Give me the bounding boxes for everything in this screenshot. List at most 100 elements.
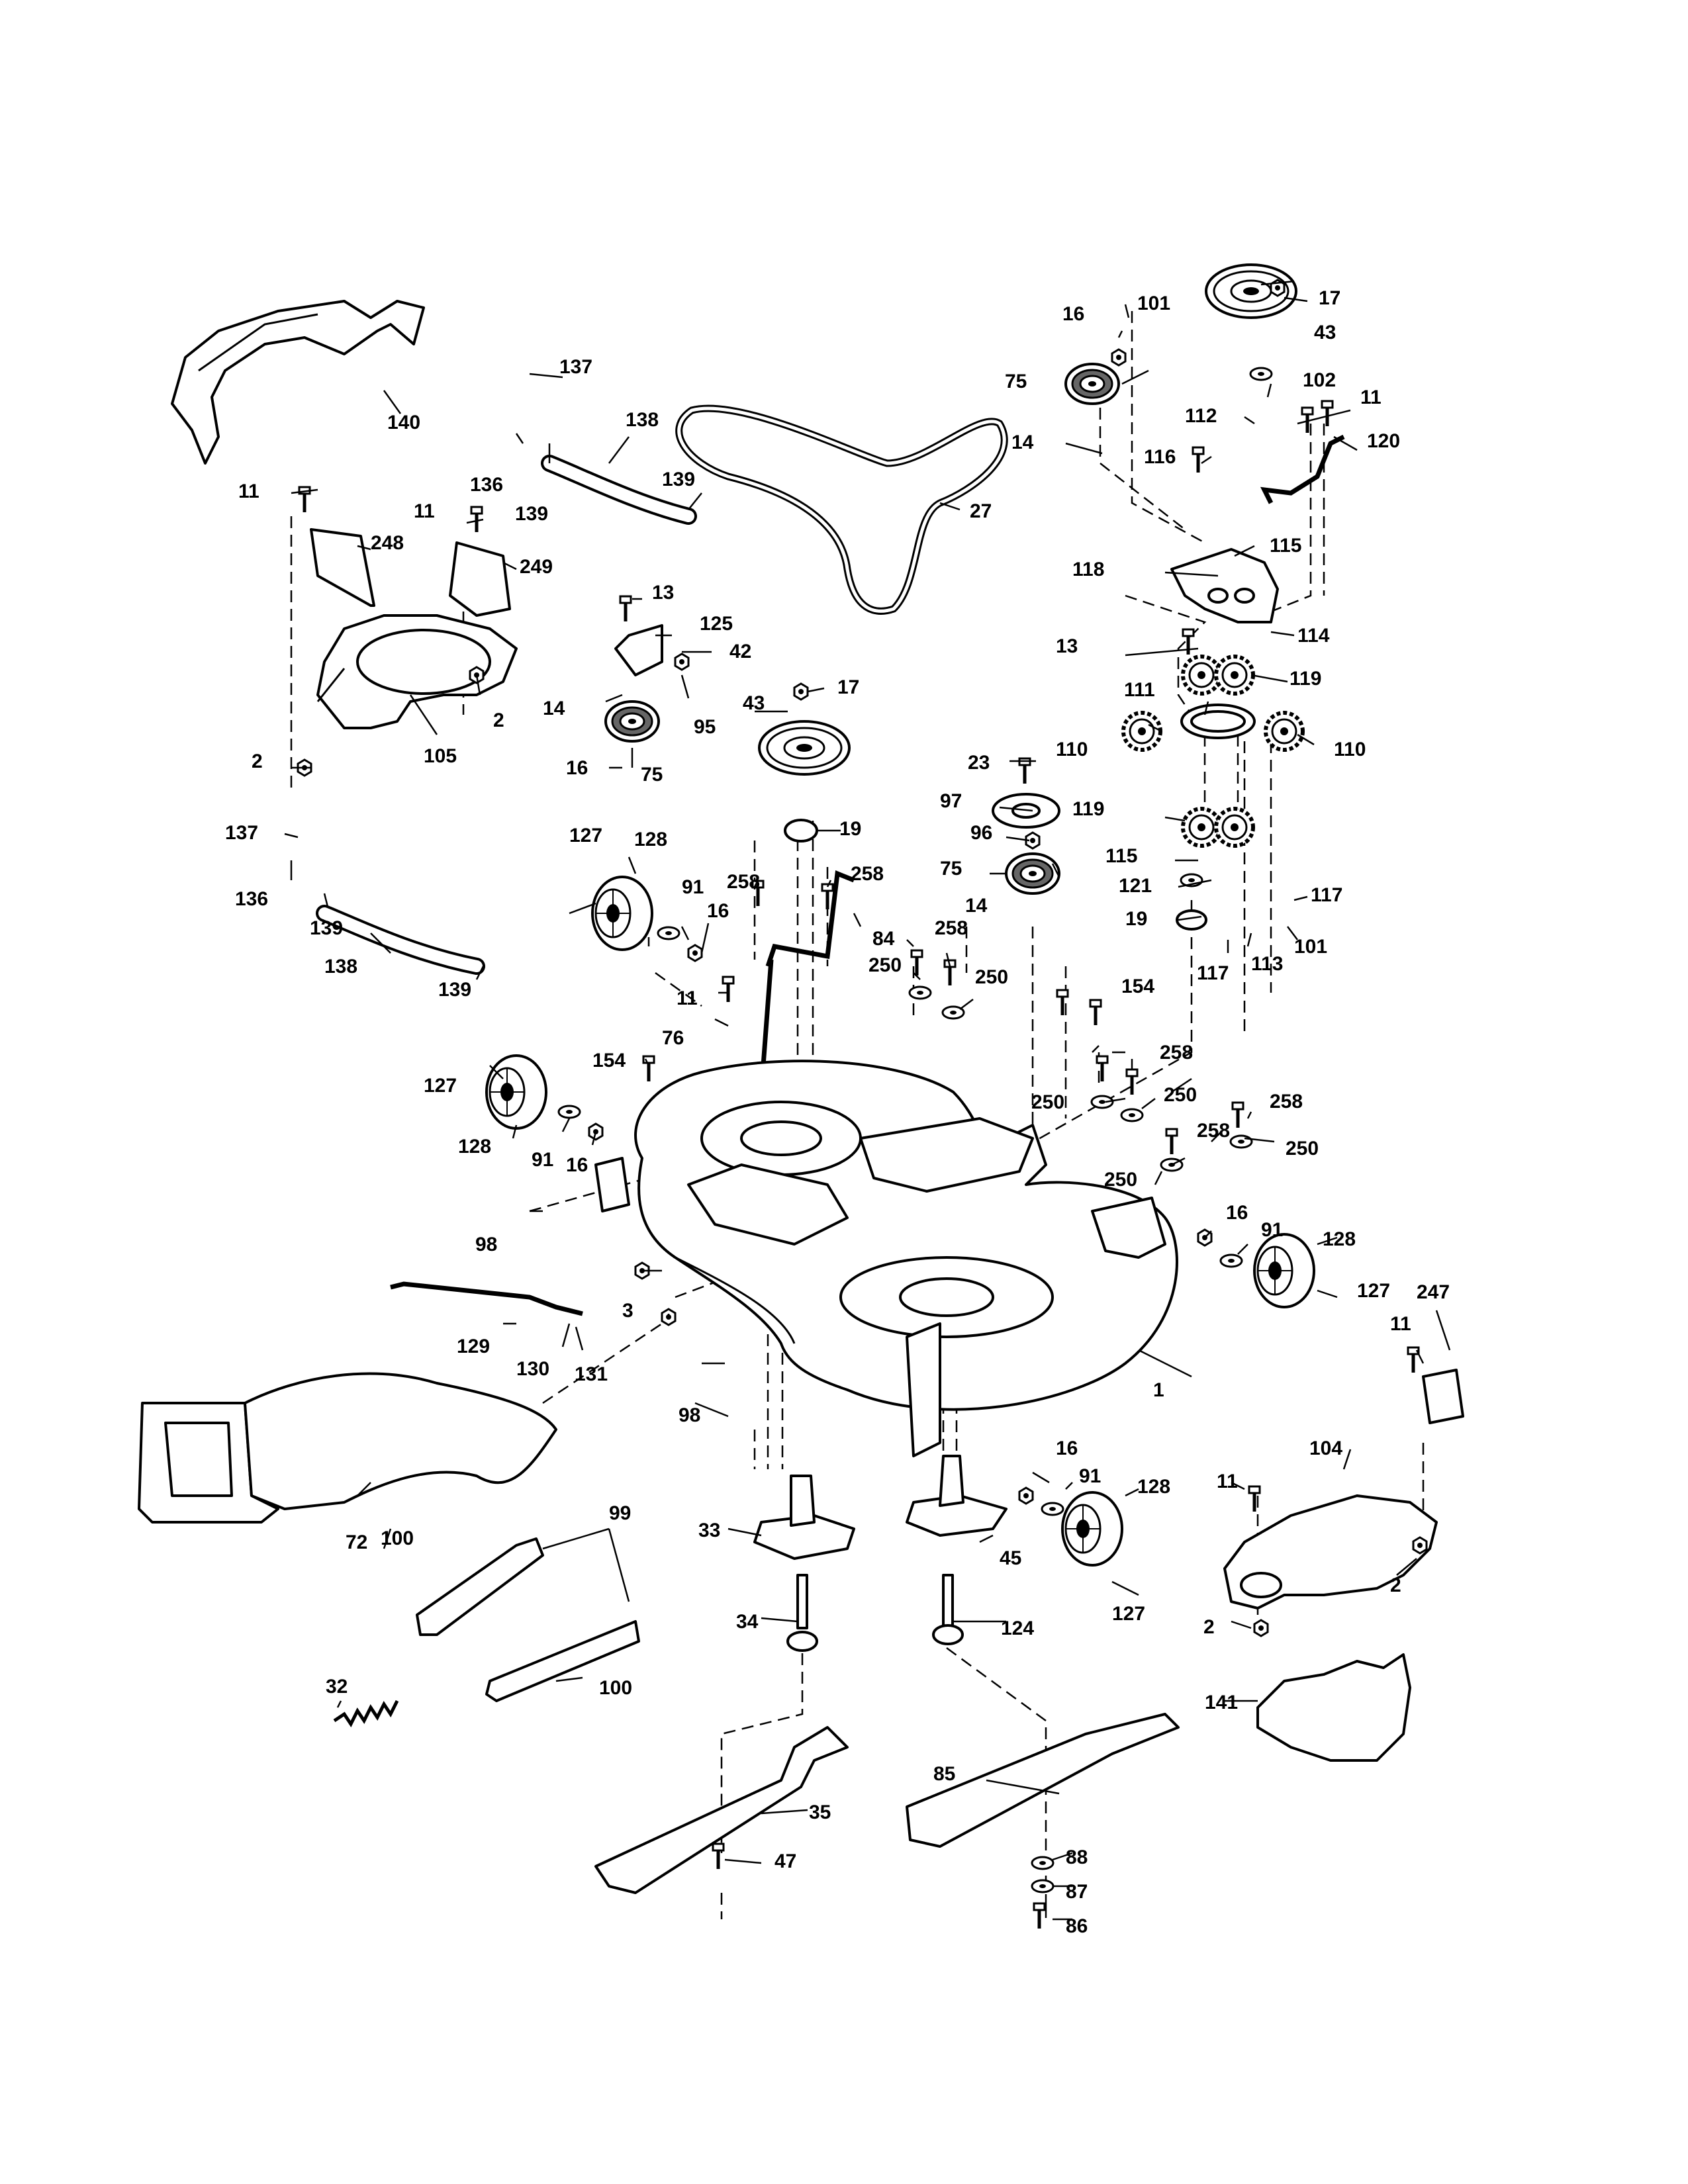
callout-96: 96	[970, 822, 992, 844]
callout-101-b: 101	[1294, 936, 1327, 958]
callout-128-c: 128	[1323, 1228, 1356, 1250]
callout-112: 112	[1185, 405, 1217, 427]
callout-91-a: 91	[682, 876, 704, 898]
callout-138-b: 138	[324, 956, 357, 978]
callout-129: 129	[457, 1336, 490, 1357]
callout-35: 35	[809, 1801, 831, 1823]
callout-98-a: 98	[475, 1234, 497, 1255]
callout-128-d: 128	[1137, 1476, 1170, 1498]
callout-88: 88	[1066, 1846, 1088, 1868]
callout-11-e: 11	[1217, 1471, 1238, 1492]
callout-154-a: 154	[1121, 976, 1154, 997]
callout-97: 97	[940, 790, 962, 812]
callout-86: 86	[1066, 1915, 1088, 1937]
callout-47: 47	[774, 1850, 796, 1872]
callout-11-tr: 11	[1360, 387, 1382, 408]
callout-258-a: 258	[727, 871, 760, 893]
callout-125: 125	[700, 613, 733, 635]
callout-250-b: 250	[975, 966, 1008, 988]
callout-16-d: 16	[1056, 1437, 1078, 1459]
callout-116: 116	[1144, 446, 1176, 468]
callout-45: 45	[1000, 1547, 1021, 1569]
callout-250-d: 250	[1164, 1084, 1197, 1106]
callout-250-a: 250	[868, 954, 902, 976]
callout-75-m: 75	[641, 764, 663, 786]
callout-19-r: 19	[1125, 908, 1147, 930]
callout-11-d: 11	[1390, 1313, 1411, 1335]
callout-16-top: 16	[1062, 303, 1084, 325]
callout-16-a: 16	[707, 900, 729, 922]
callout-104: 104	[1309, 1437, 1342, 1459]
callout-75-r: 75	[940, 858, 962, 880]
part-99-bracket-upper	[416, 1537, 544, 1636]
part-140-shield	[171, 300, 425, 465]
callout-14-m: 14	[543, 698, 565, 719]
part-1-mower-deck	[594, 1060, 1178, 1457]
callout-249: 249	[520, 556, 553, 578]
callout-154-b: 154	[592, 1050, 626, 1071]
callout-130: 130	[516, 1358, 549, 1380]
part-84-rod	[759, 870, 855, 1093]
callout-258-d: 258	[1160, 1042, 1193, 1064]
callout-248: 248	[371, 532, 404, 554]
callout-110-l: 110	[1056, 739, 1088, 760]
callout-3: 3	[622, 1300, 633, 1322]
callout-16-m: 16	[566, 757, 588, 779]
callout-250-e: 250	[1286, 1138, 1319, 1160]
callout-137-b: 137	[225, 822, 258, 844]
part-43-pulley-mid	[758, 720, 851, 776]
callout-87: 87	[1066, 1881, 1088, 1903]
part-128-wheel-c	[1253, 1233, 1315, 1308]
callout-131: 131	[575, 1363, 608, 1385]
part-119-gearbox-upper	[1183, 657, 1253, 694]
part-128-wheel-a	[591, 876, 653, 951]
callout-114: 114	[1297, 625, 1330, 647]
callout-16-c: 16	[1226, 1202, 1248, 1224]
callout-43-top: 43	[1314, 322, 1336, 343]
callout-95: 95	[694, 716, 716, 738]
callout-258-b: 258	[851, 863, 884, 885]
callout-14-tr: 14	[1011, 432, 1034, 453]
callout-100-b: 100	[599, 1677, 632, 1699]
callout-139-d: 139	[438, 979, 471, 1001]
callout-120: 120	[1367, 430, 1400, 452]
callout-138-a: 138	[626, 409, 659, 431]
callout-98-b: 98	[679, 1404, 700, 1426]
callout-115-a: 115	[1270, 535, 1301, 557]
callout-75-top: 75	[1005, 371, 1027, 392]
part-75-idler-top	[1064, 363, 1120, 405]
callout-32: 32	[326, 1676, 348, 1698]
callout-118: 118	[1072, 559, 1104, 580]
callout-13-r: 13	[1056, 635, 1078, 657]
callout-128-a: 128	[634, 829, 667, 850]
callout-119-b: 119	[1072, 798, 1104, 820]
callout-127-b: 127	[424, 1075, 457, 1097]
callout-17-top: 17	[1319, 287, 1340, 309]
callout-117-a: 117	[1311, 884, 1342, 906]
callout-34: 34	[736, 1611, 759, 1633]
callout-121: 121	[1119, 875, 1152, 897]
callout-140: 140	[387, 412, 420, 433]
part-99-bracket-lower	[485, 1620, 640, 1702]
callout-76: 76	[662, 1027, 684, 1049]
part-19-bearing-right	[1176, 909, 1207, 931]
part-85-blade	[906, 1713, 1180, 1848]
part-128-wheel-d	[1061, 1491, 1123, 1567]
callout-2-a: 2	[493, 709, 504, 731]
callout-43-m: 43	[743, 692, 765, 714]
callout-84: 84	[872, 928, 895, 950]
part-75-idler-mid	[604, 700, 660, 743]
callout-139-c: 139	[310, 917, 343, 939]
part-104-shield	[1223, 1494, 1438, 1610]
callout-2-d: 2	[1203, 1616, 1215, 1638]
callout-72: 72	[346, 1531, 367, 1553]
callout-91-d: 91	[1079, 1465, 1101, 1487]
part-124-shaft	[932, 1574, 964, 1645]
callout-16-b: 16	[566, 1154, 588, 1176]
callout-102: 102	[1303, 369, 1336, 391]
callout-13-m: 13	[652, 582, 674, 604]
callout-113: 113	[1251, 953, 1283, 975]
callout-111: 111	[1124, 679, 1155, 701]
callout-23: 23	[968, 752, 990, 774]
